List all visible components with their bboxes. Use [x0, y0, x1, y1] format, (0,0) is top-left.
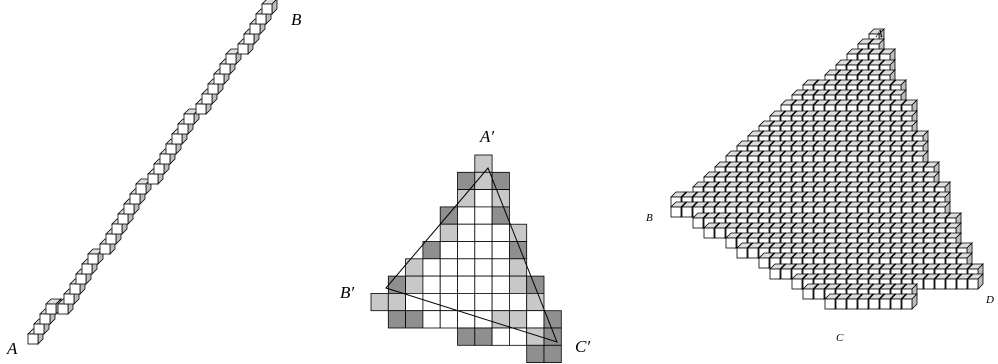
- grid-cell: [508, 327, 528, 346]
- grid-cell: [457, 223, 476, 242]
- label-b-left: B: [291, 10, 302, 29]
- grid-cell: [387, 275, 406, 294]
- label-d-right: D: [985, 294, 994, 306]
- grid-cell: [491, 292, 510, 312]
- grid-cell: [439, 258, 458, 277]
- grid-cell: [491, 327, 510, 346]
- grid-cell: [457, 241, 476, 260]
- grid-cell: [457, 327, 476, 346]
- triangle-outline: [385, 167, 558, 343]
- plane-cube: [901, 293, 918, 310]
- grid-cell: [543, 344, 562, 363]
- grid-cell: [491, 258, 510, 277]
- grid-cell: [457, 206, 476, 225]
- grid-cell: [526, 344, 545, 363]
- grid-cell: [508, 258, 528, 277]
- plane-cube: [967, 273, 984, 290]
- pixel-triangle-grid: [370, 154, 562, 363]
- grid-cell: [508, 310, 528, 329]
- grid-cell: [457, 189, 476, 208]
- label-c-right: C: [836, 332, 844, 344]
- grid-cell: [422, 275, 441, 294]
- grid-cell: [491, 171, 510, 191]
- grid-cell: [439, 223, 458, 242]
- label-b-right: B: [646, 212, 653, 224]
- grid-cell: [405, 292, 424, 312]
- grid-cell: [370, 292, 389, 312]
- grid-cell: [439, 275, 458, 294]
- grid-cell: [474, 327, 493, 346]
- grid-cell: [387, 310, 406, 329]
- label-b-prime: B′: [340, 283, 354, 302]
- grid-cell: [474, 154, 493, 173]
- voxel-triangle-figure: [670, 28, 984, 310]
- grid-cell: [405, 310, 424, 329]
- grid-cell: [491, 223, 510, 242]
- label-c-prime: C′: [575, 337, 590, 356]
- grid-cell: [439, 241, 458, 260]
- grid-cell: [387, 292, 406, 312]
- grid-cell: [474, 223, 493, 242]
- label-a-prime: A′: [479, 127, 494, 146]
- grid-cell: [543, 310, 562, 329]
- grid-cell: [491, 310, 510, 329]
- grid-cell: [405, 275, 424, 294]
- grid-cell: [474, 275, 493, 294]
- grid-cell: [474, 189, 493, 208]
- grid-cell: [457, 275, 476, 294]
- grid-cell: [474, 292, 493, 312]
- label-a-left: A: [6, 339, 18, 358]
- grid-cell: [474, 206, 493, 225]
- grid-cell: [526, 310, 545, 329]
- grid-cell: [422, 310, 441, 329]
- grid-cell: [491, 189, 510, 208]
- grid-cell: [526, 275, 545, 294]
- grid-cell: [508, 275, 528, 294]
- grid-cell: [474, 310, 493, 329]
- grid-cell: [457, 292, 476, 312]
- grid-cell: [422, 241, 441, 260]
- grid-cell: [508, 223, 528, 242]
- grid-cell: [491, 275, 510, 294]
- label-a-right: A: [875, 28, 883, 40]
- voxel-line-figure: [27, 0, 278, 345]
- grid-cell: [439, 310, 458, 329]
- grid-cell: [474, 258, 493, 277]
- line-cube: [261, 0, 278, 15]
- grid-cell: [474, 241, 493, 260]
- grid-cell: [491, 241, 510, 260]
- grid-cell: [508, 292, 528, 312]
- grid-cell: [422, 258, 441, 277]
- grid-cell: [457, 258, 476, 277]
